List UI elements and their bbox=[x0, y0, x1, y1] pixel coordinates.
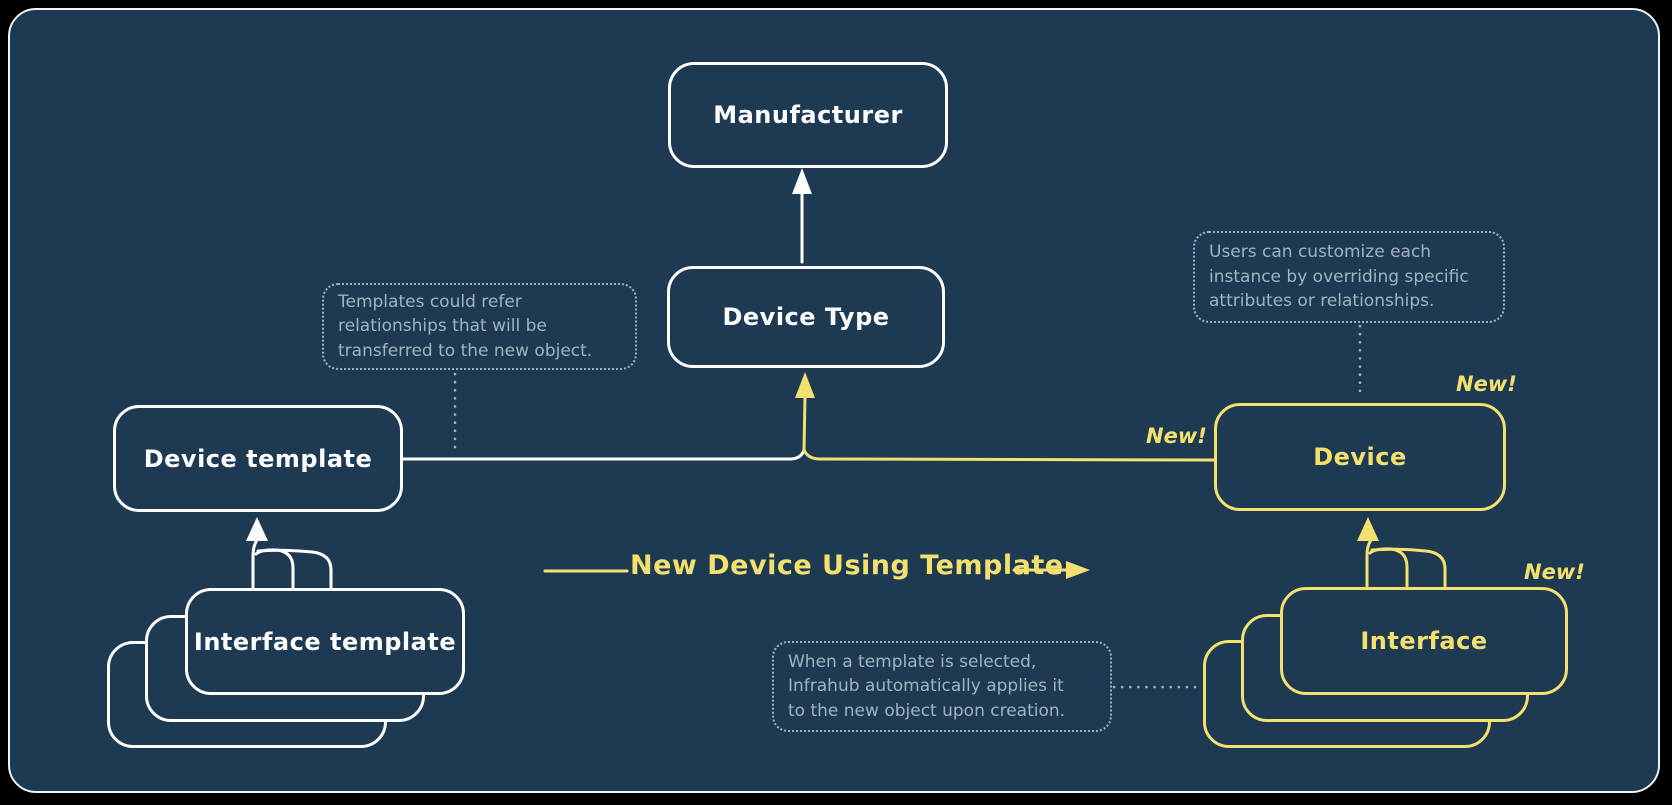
note-templates: Templates could refer relationships that… bbox=[322, 283, 637, 370]
node-device-type-label: Device Type bbox=[722, 303, 890, 331]
node-interface-label: Interface bbox=[1360, 627, 1488, 655]
note-users-line2: instance by overriding specific bbox=[1209, 266, 1469, 287]
node-interface: Interface bbox=[1280, 587, 1568, 695]
node-manufacturer-label: Manufacturer bbox=[713, 101, 903, 129]
note-users-line1: Users can customize each bbox=[1209, 242, 1432, 263]
note-templates-line1: Templates could refer bbox=[338, 291, 522, 312]
new-badge-interface: New! bbox=[1524, 560, 1585, 584]
note-apply-line1: When a template is selected, bbox=[788, 651, 1037, 672]
note-templates-line3: transferred to the new object. bbox=[338, 340, 593, 361]
new-badge-flow: New! bbox=[1146, 424, 1207, 448]
note-users: Users can customize each instance by ove… bbox=[1193, 231, 1505, 323]
note-apply-line3: to the new object upon creation. bbox=[788, 700, 1066, 721]
node-interface-template: Interface template bbox=[185, 588, 465, 695]
note-apply-line2: Infrahub automatically applies it bbox=[788, 676, 1064, 697]
node-device-template: Device template bbox=[113, 405, 403, 512]
new-badge-device: New! bbox=[1456, 372, 1517, 396]
note-templates-line2: relationships that will be bbox=[338, 316, 547, 337]
node-interface-template-label: Interface template bbox=[193, 627, 457, 656]
node-device: Device bbox=[1214, 403, 1506, 511]
node-device-template-label: Device template bbox=[143, 444, 373, 473]
note-users-line3: attributes or relationships. bbox=[1209, 291, 1435, 312]
node-device-label: Device bbox=[1313, 443, 1407, 471]
node-device-type: Device Type bbox=[667, 266, 945, 368]
flow-arrow-label: New Device Using Template bbox=[630, 550, 1064, 581]
node-manufacturer: Manufacturer bbox=[668, 62, 948, 168]
note-apply: When a template is selected, Infrahub au… bbox=[772, 641, 1112, 732]
